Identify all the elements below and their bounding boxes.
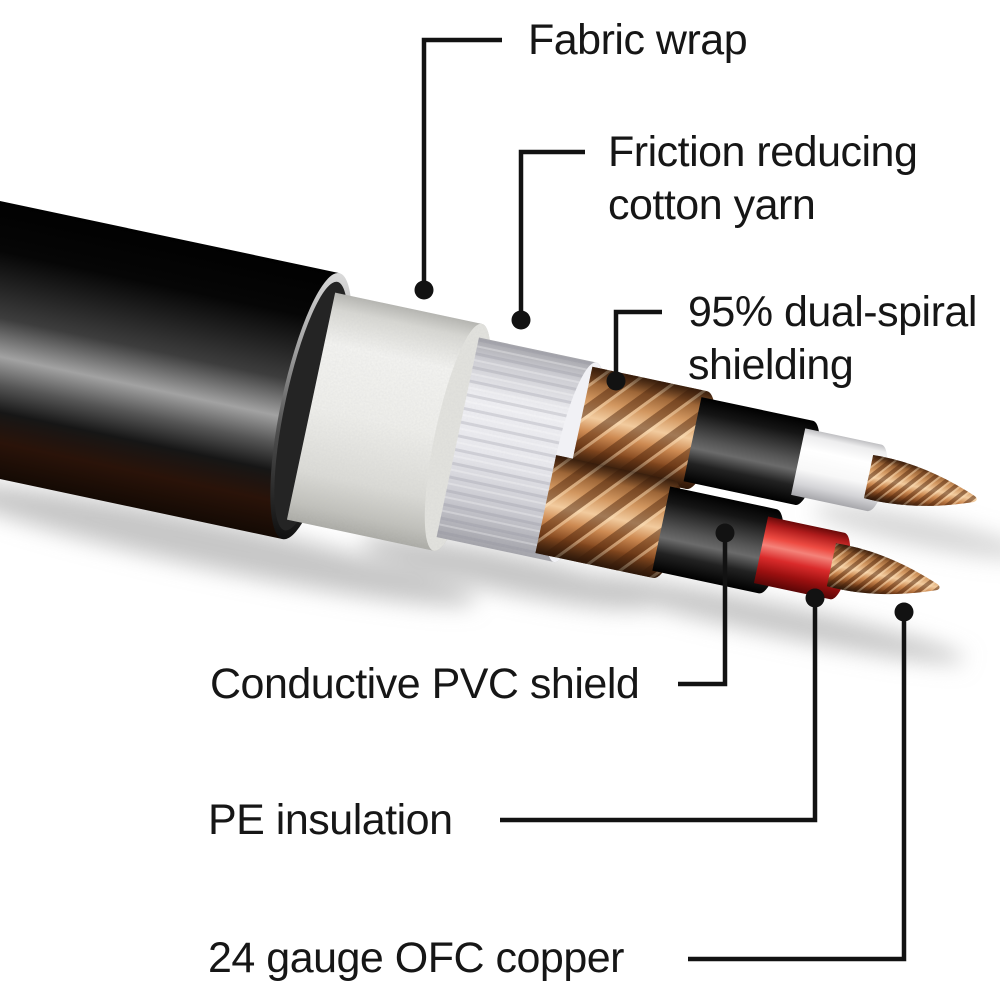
leader-cotton-yarn <box>511 149 585 330</box>
leader-ofc-copper <box>688 602 914 962</box>
shield-bundle-top <box>571 366 716 489</box>
label-fabric-wrap: Fabric wrap <box>528 16 748 64</box>
drop-shadow <box>0 483 1000 663</box>
label-ofc-copper: 24 gauge OFC copper <box>208 934 625 982</box>
copper-tip-bottom <box>826 543 940 595</box>
leader-pe-insulation <box>500 588 825 823</box>
label-friction-line2: cotton yarn <box>608 181 816 229</box>
shield-bundle-bottom <box>535 455 682 578</box>
leader-conductive-pvc-shield <box>678 523 735 687</box>
label-friction-cotton-yarn: Friction reducing cotton yarn <box>608 126 918 232</box>
label-pe-insulation: PE insulation <box>208 796 453 844</box>
label-shielding-line1: 95% dual-spiral <box>688 288 977 336</box>
copper-tip-top <box>864 455 977 506</box>
label-conductive-pvc-shield: Conductive PVC shield <box>210 660 640 708</box>
pe-insulation-white <box>791 428 888 512</box>
pe-insulation-red <box>753 516 851 600</box>
pvc-shield-bottom <box>652 486 784 594</box>
label-friction-line1: Friction reducing <box>608 128 918 176</box>
label-shielding-line2: shielding <box>688 341 854 389</box>
cable-outer-jacket <box>0 188 340 540</box>
leader-dual-spiral-shielding <box>606 309 662 391</box>
pvc-shield-top <box>683 397 820 505</box>
label-dual-spiral-shielding: 95% dual-spiral shielding <box>688 286 977 392</box>
fabric-wrap-layer <box>286 292 491 551</box>
leader-fabric-wrap <box>414 37 502 300</box>
